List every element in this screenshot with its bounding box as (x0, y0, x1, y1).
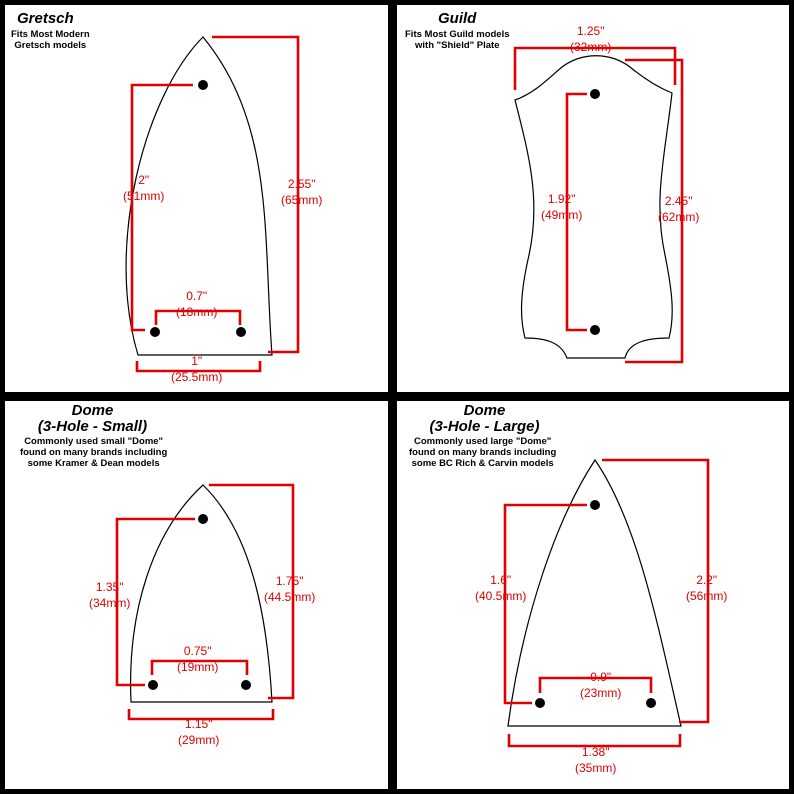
gretsch-base-label: 1"(25.5mm) (171, 354, 223, 384)
dome-small-length-label: 1.75"(44.5mm) (264, 574, 316, 604)
dome-small-hole-spacing-bracket (115, 517, 195, 687)
gretsch-length-label: 2.55"(65mm) (281, 177, 323, 207)
panel-dome-large: Dome(3-Hole - Large) Commonly used large… (397, 401, 789, 789)
dome-small-top-hole (198, 514, 208, 524)
gretsch-bottom-hole-label: 0.7"(18mm) (176, 289, 218, 319)
dome-small-title: Dome(3-Hole - Small) (37, 402, 148, 435)
dome-large-bottom-left-hole (535, 698, 545, 708)
guild-bottom-hole (590, 325, 600, 335)
dome-large-hole-spacing-label: 1.6"(40.5mm) (475, 573, 527, 603)
dome-small-plate-outline (130, 484, 273, 703)
dome-small-bottom-hole-label: 0.75"(19mm) (177, 644, 219, 674)
guild-top-width-label: 1.25"(32mm) (570, 24, 612, 54)
panel-dome-small: Dome(3-Hole - Small) Commonly used small… (5, 401, 388, 789)
dome-small-description: Commonly used small "Dome"found on many … (20, 436, 168, 469)
dome-large-length-bracket (602, 458, 710, 724)
gretsch-bottom-hole-bracket (154, 309, 242, 325)
gretsch-hole-spacing-bracket (130, 83, 193, 332)
dome-small-hole-spacing-label: 1.35"(34mm) (89, 580, 131, 610)
dome-small-base-bracket (127, 709, 275, 721)
gretsch-length-bracket (212, 35, 300, 354)
guild-plate-outline (514, 55, 673, 359)
dome-small-bottom-hole-bracket (150, 659, 249, 675)
dome-large-plate-outline (507, 458, 682, 727)
guild-title: Guild (438, 10, 477, 27)
gretsch-hole-spacing-label: 2"(51mm) (123, 173, 165, 203)
dome-large-top-hole (590, 500, 600, 510)
guild-hole-spacing-bracket (565, 92, 587, 332)
gretsch-title: Gretsch (17, 10, 74, 27)
dome-large-bottom-hole-bracket (538, 676, 653, 693)
guild-length-label: 2.45"(62mm) (658, 194, 700, 224)
guild-top-hole (590, 89, 600, 99)
dome-small-bottom-right-hole (241, 680, 251, 690)
dome-large-base-label: 1.38"(35mm) (575, 745, 617, 775)
gretsch-bottom-left-hole (150, 327, 160, 337)
gretsch-plate-outline (125, 36, 273, 356)
dome-large-diagram (503, 458, 710, 748)
gretsch-diagram (125, 35, 300, 373)
dome-large-length-label: 2.2"(56mm) (686, 573, 728, 603)
gretsch-top-hole (198, 80, 208, 90)
dome-large-base-bracket (507, 734, 682, 748)
guild-length-bracket (625, 58, 684, 364)
guild-hole-spacing-label: 1.92"(49mm) (541, 192, 583, 222)
dome-small-diagram (115, 483, 295, 721)
dome-small-bottom-left-hole (148, 680, 158, 690)
dome-large-hole-spacing-bracket (503, 503, 587, 705)
dome-small-length-bracket (209, 483, 295, 700)
guild-top-width-bracket (513, 46, 677, 90)
dome-small-base-label: 1.15"(29mm) (178, 717, 220, 747)
dome-large-description: Commonly used large "Dome"found on many … (409, 436, 557, 469)
gretsch-bottom-right-hole (236, 327, 246, 337)
dome-large-bottom-hole-label: 0.9"(23mm) (580, 670, 622, 700)
dome-large-bottom-right-hole (646, 698, 656, 708)
guild-diagram (513, 46, 684, 364)
gretsch-base-bracket (135, 361, 262, 373)
dome-large-title: Dome(3-Hole - Large) (429, 402, 540, 435)
